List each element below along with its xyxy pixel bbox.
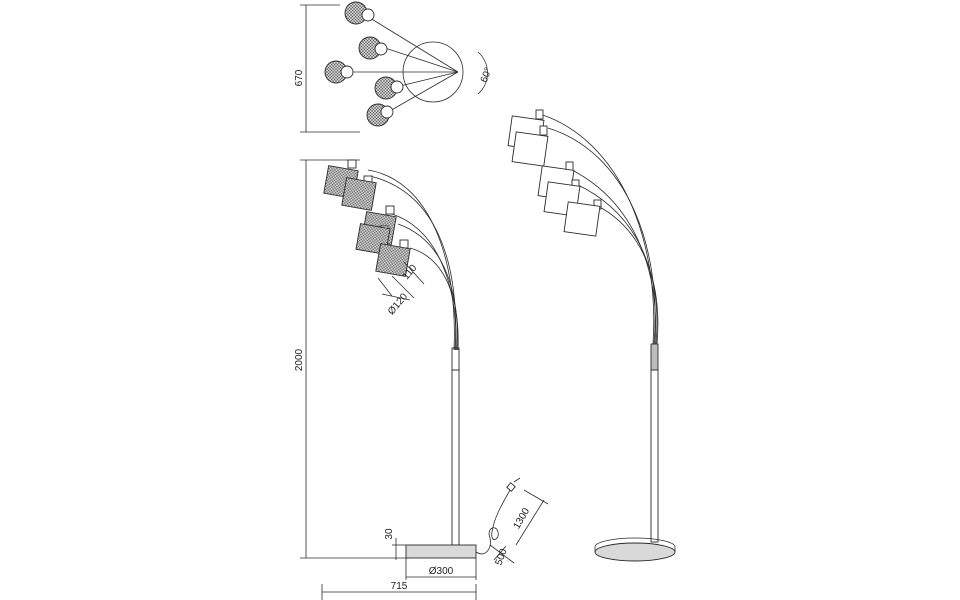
dimension-2000: 2000 bbox=[294, 159, 410, 559]
perspective-shade bbox=[511, 125, 549, 167]
top-view: 670 bbox=[294, 1, 495, 133]
dimension-cord-switch: 500 bbox=[489, 544, 515, 567]
pole-lower bbox=[451, 369, 460, 546]
front-arms bbox=[367, 169, 459, 351]
dimension-670: 670 bbox=[294, 4, 360, 133]
top-shade bbox=[374, 76, 404, 100]
dimension-cord-length: 1300 bbox=[512, 489, 549, 546]
perspective-base bbox=[594, 542, 676, 562]
dim-label-angle: 60° bbox=[479, 66, 495, 84]
perspective-arms bbox=[539, 113, 659, 345]
dimension-300: Ø300 bbox=[405, 558, 477, 580]
perspective-pole-joint bbox=[650, 343, 659, 371]
perspective-view bbox=[507, 109, 676, 562]
perspective-pole-lower bbox=[650, 369, 659, 543]
front-shade bbox=[341, 175, 377, 211]
dim-label-30: 30 bbox=[384, 528, 395, 540]
perspective-shade bbox=[563, 199, 602, 237]
pole-joint bbox=[451, 347, 460, 371]
top-arms bbox=[352, 17, 459, 113]
dim-label-120: Ø120 bbox=[386, 291, 410, 317]
power-cord bbox=[475, 477, 521, 555]
dim-label-715: 715 bbox=[391, 581, 408, 592]
dim-label-1300: 1300 bbox=[512, 506, 533, 531]
dim-label-300: Ø300 bbox=[429, 566, 454, 577]
front-shade bbox=[375, 239, 411, 277]
dimension-715: 715 bbox=[321, 581, 477, 600]
dim-label-670: 670 bbox=[294, 69, 305, 86]
dim-label-2000: 2000 bbox=[294, 348, 305, 371]
front-view: 2000 bbox=[294, 159, 549, 600]
top-shade bbox=[344, 1, 375, 25]
top-shade bbox=[324, 60, 354, 84]
dimension-shade-diameter: Ø120 bbox=[377, 277, 410, 317]
dimension-30: 30 bbox=[384, 528, 406, 560]
top-shade bbox=[366, 103, 394, 127]
top-shade bbox=[358, 36, 388, 60]
lamp-base bbox=[405, 544, 477, 559]
angle-dimension: 60° bbox=[477, 51, 495, 95]
